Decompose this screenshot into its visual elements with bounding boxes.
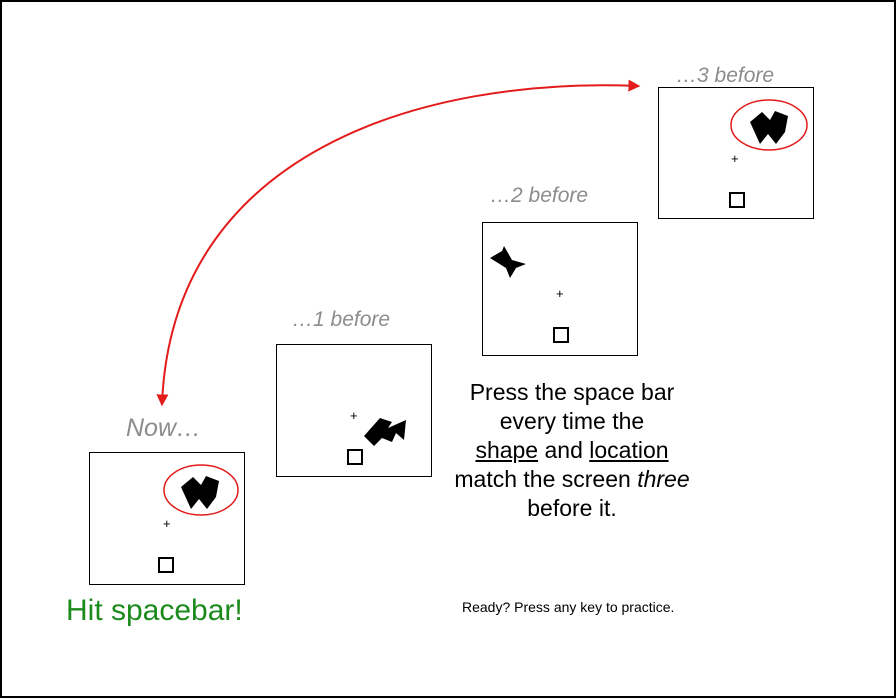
instruction-and-word: and: [544, 437, 583, 463]
comparison-arrow: [156, 79, 641, 407]
screen-three-before: +: [658, 87, 814, 219]
instruction-match-text: match the screen: [454, 466, 631, 492]
instruction-shape-word: shape: [475, 437, 539, 463]
instruction-line: shape and location: [442, 436, 702, 465]
shape-target-icon: [181, 476, 219, 509]
instruction-three-word: three: [637, 466, 690, 492]
shape-arrow-icon: [364, 418, 406, 446]
instruction-line: every time the: [499, 408, 645, 434]
ready-prompt: Ready? Press any key to practice.: [462, 599, 675, 615]
fixation-cross: +: [731, 151, 739, 166]
instruction-line: match the screen three: [442, 465, 702, 494]
label-three-before: …3 before: [676, 64, 775, 87]
location-square: [347, 449, 363, 465]
instruction-line: before it.: [527, 495, 617, 521]
instructions: Press the space bar every time the shape…: [442, 378, 702, 523]
location-square: [158, 557, 174, 573]
highlight-ellipse: [730, 99, 808, 151]
highlight-ellipse: [163, 464, 239, 516]
instruction-location-word: location: [589, 437, 669, 463]
instruction-line: Press the space bar: [469, 379, 675, 405]
fixation-cross: +: [163, 516, 171, 531]
shape-bird-icon: [490, 246, 526, 278]
label-now: Now…: [126, 414, 202, 442]
shape-target-icon: [750, 111, 788, 144]
screen-now: +: [89, 452, 245, 585]
location-square: [729, 192, 745, 208]
fixation-cross: +: [350, 408, 358, 423]
hit-message: Hit spacebar!: [66, 594, 243, 627]
